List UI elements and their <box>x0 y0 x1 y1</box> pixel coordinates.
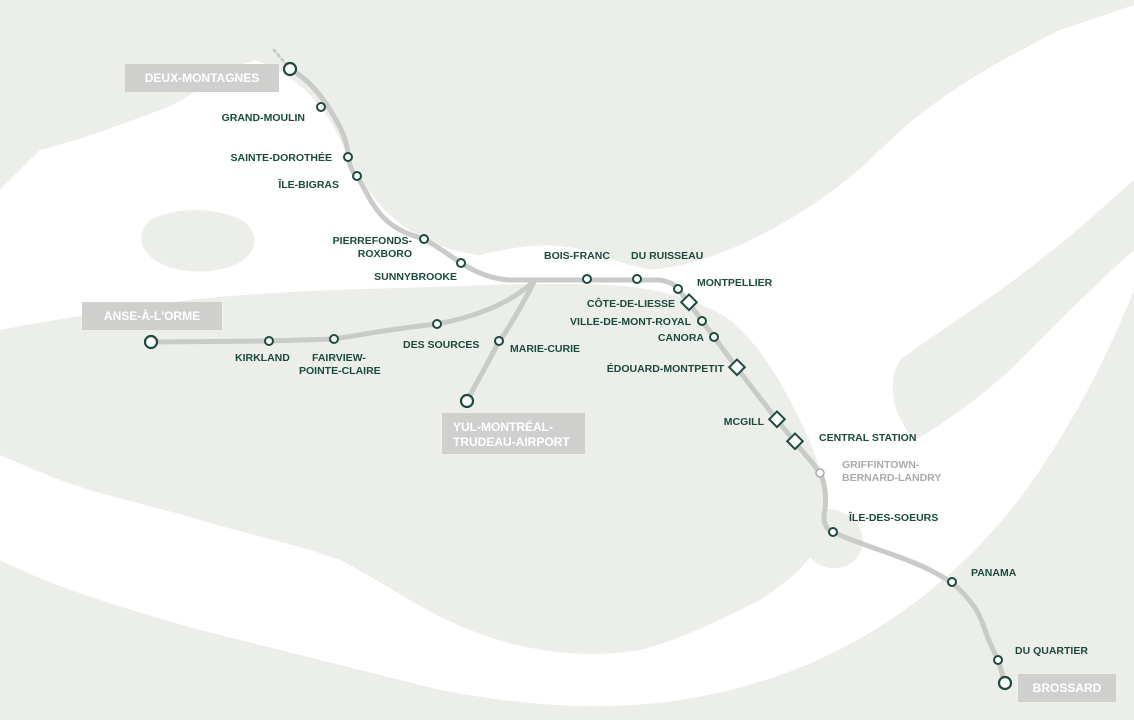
station-label-pierrefonds-line1[interactable]: PIERREFONDS- <box>333 235 413 247</box>
riviere-des-prairies <box>0 5 1134 330</box>
station-circle-icon[interactable] <box>828 527 838 537</box>
station-label-marie-curie[interactable]: MARIE-CURIE <box>510 343 580 355</box>
terminus-circle-icon[interactable] <box>459 393 475 409</box>
south-shore-branch <box>675 286 1008 686</box>
station-label-cote-de-liesse[interactable]: CÔTE-DE-LIESSE <box>587 297 675 310</box>
metro-transfer-diamond-icon[interactable] <box>767 410 787 429</box>
station-label-du-ruisseau[interactable]: DU RUISSEAU <box>631 250 703 262</box>
station-circle-icon[interactable] <box>697 316 707 326</box>
station-circle-icon[interactable] <box>993 655 1003 665</box>
station-circle-icon[interactable] <box>343 152 353 162</box>
station-circle-icon[interactable] <box>432 319 442 329</box>
station-circle-icon[interactable] <box>673 284 683 294</box>
station-label-du-quartier[interactable]: DU QUARTIER <box>1015 645 1088 657</box>
station-circle-icon[interactable] <box>352 171 362 181</box>
metro-transfer-diamond-icon[interactable] <box>679 293 699 312</box>
station-label-ile-bigras[interactable]: ÎLE-BIGRAS <box>277 178 339 191</box>
terminus-labels: DEUX-MONTAGNES ANSE-À-L'ORME YUL-MONTRÉA… <box>82 64 1116 702</box>
deux-montagnes-branch <box>287 66 681 292</box>
station-label-sainte-dorothee[interactable]: SAINTE-DOROTHÉE <box>230 151 332 164</box>
station-label-canora[interactable]: CANORA <box>658 332 704 344</box>
station-label-griffintown-line1[interactable]: GRIFFINTOWN- <box>842 459 920 471</box>
station-label-mcgill[interactable]: MCGILL <box>724 416 765 428</box>
station-label-kirkland[interactable]: KIRKLAND <box>235 352 290 364</box>
station-label-edouard-montpetit[interactable]: ÉDOUARD-MONTPETIT <box>607 362 725 375</box>
station-circle-icon[interactable] <box>709 332 719 342</box>
terminus-box-brossard <box>1018 674 1116 702</box>
station-label-fairview-line2[interactable]: POINTE-CLAIRE <box>299 365 381 377</box>
lakeshore-land <box>0 600 320 720</box>
station-circle-icon[interactable] <box>494 336 504 346</box>
station-label-montpellier[interactable]: MONTPELLIER <box>697 277 773 289</box>
station-circle-icon[interactable] <box>632 274 642 284</box>
station-circle-icon[interactable] <box>456 258 466 268</box>
station-label-pierrefonds-line2[interactable]: ROXBORO <box>358 248 412 260</box>
terminus-label-airport-line2[interactable]: TRUDEAU-AIRPORT <box>453 435 570 449</box>
station-circle-icon[interactable] <box>947 577 957 587</box>
station-label-central-station[interactable]: CENTRAL STATION <box>819 432 916 444</box>
terminus-circle-icon[interactable] <box>997 675 1013 691</box>
station-label-des-sources[interactable]: DES SOURCES <box>403 339 479 351</box>
station-circle-icon[interactable] <box>264 336 274 346</box>
terminus-label-airport-line1[interactable]: YUL-MONTRÉAL- <box>453 419 553 434</box>
station-circle-icon[interactable] <box>316 102 326 112</box>
station-circle-icon[interactable] <box>329 334 339 344</box>
terminus-circle-icon[interactable] <box>143 334 159 350</box>
station-circle-icon[interactable] <box>582 274 592 284</box>
station-label-bois-franc[interactable]: BOIS-FRANC <box>544 250 610 262</box>
terminus-box-airport <box>442 413 585 454</box>
terminus-label-deux-montagnes[interactable]: DEUX-MONTAGNES <box>145 71 259 85</box>
terminus-circle-icon[interactable] <box>282 61 298 77</box>
station-label-sunnybrooke[interactable]: SUNNYBROOKE <box>374 271 457 283</box>
ile-des-soeurs-land <box>801 508 863 569</box>
terminus-label-anse-a-lorme[interactable]: ANSE-À-L'ORME <box>104 308 200 323</box>
terminus-label-brossard[interactable]: BROSSARD <box>1033 681 1102 695</box>
station-circle-icon[interactable] <box>419 234 429 244</box>
station-label-fairview-line1[interactable]: FAIRVIEW- <box>312 352 366 364</box>
terminus-box-deux-montagnes <box>125 64 279 92</box>
east-land <box>892 180 1134 440</box>
station-label-griffintown-line2[interactable]: BERNARD-LANDRY <box>842 472 941 484</box>
station-label-panama[interactable]: PANAMA <box>971 567 1017 579</box>
terminus-box-anse-a-lorme <box>82 302 222 330</box>
future-station-circle-icon[interactable] <box>815 468 825 478</box>
station-markers <box>143 61 1013 691</box>
station-label-ile-des-soeurs[interactable]: ÎLE-DES-SOEURS <box>848 511 938 524</box>
montreal-island <box>0 283 827 654</box>
station-labels: GRAND-MOULIN SAINTE-DOROTHÉE ÎLE-BIGRAS … <box>222 112 1089 657</box>
metro-transfer-diamond-icon[interactable] <box>727 358 747 377</box>
station-label-ville-mont-royal[interactable]: VILLE-DE-MONT-ROYAL <box>570 316 692 328</box>
ile-bizard <box>141 210 255 272</box>
station-label-grand-moulin[interactable]: GRAND-MOULIN <box>222 112 305 124</box>
metro-transfer-diamond-icon[interactable] <box>785 432 805 451</box>
